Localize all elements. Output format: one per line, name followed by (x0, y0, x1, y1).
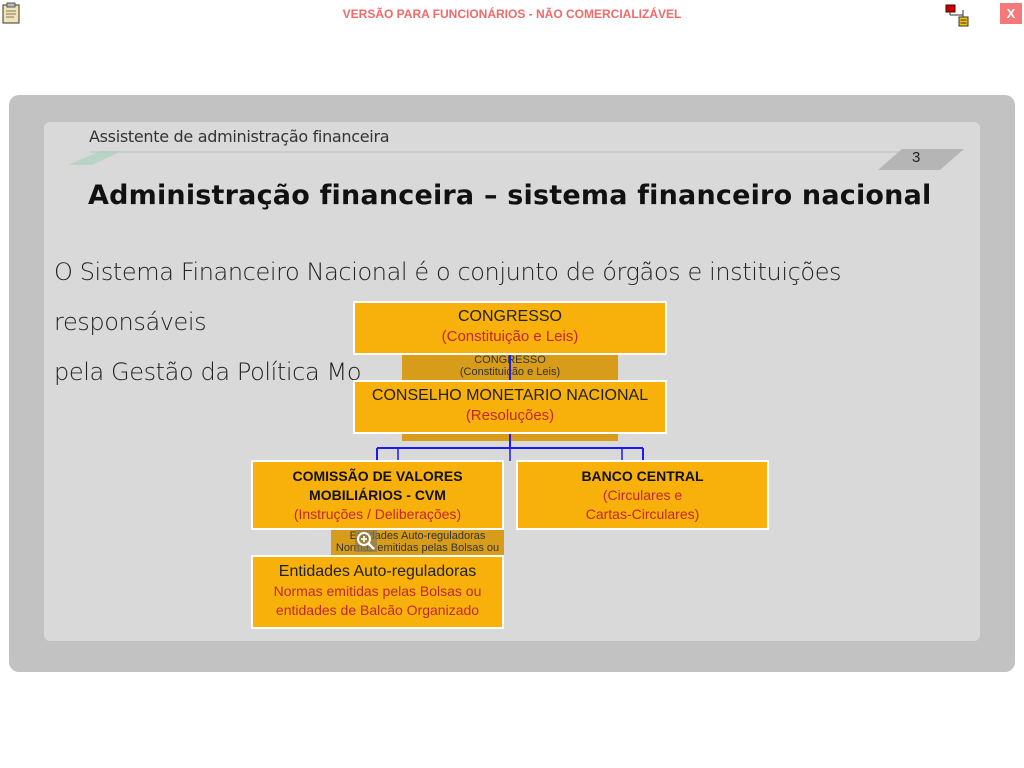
ghost-entidades-sub: Normas emitidas pelas Bolsas ou (335, 542, 500, 554)
close-button[interactable]: X (1000, 3, 1022, 24)
entidades-sub-2: entidades de Balcão Organizado (275, 602, 480, 618)
employee-version-banner: VERSÃO PARA FUNCIONÁRIOS - NÃO COMERCIAL… (342, 7, 682, 21)
ghost-congresso-title: CONGRESSO (474, 354, 546, 366)
cvm-sub: (Instruções / Deliberações) (293, 506, 462, 522)
cvm-box: COMISSÃO DE VALORES MOBILIÁRIOS - CVM (I… (251, 460, 504, 530)
cmn-sub: (Resoluções) (465, 407, 555, 424)
body-line-2: pela Gestão da Política Mo (54, 358, 362, 386)
body-line-1: O Sistema Financeiro Nacional é o conjun… (54, 258, 842, 336)
ghost-entidades-title: Entidades Auto-reguladoras (349, 530, 486, 542)
clipboard-icon[interactable] (2, 2, 20, 24)
bc-title: BANCO CENTRAL (581, 468, 704, 484)
cvm-line-1: COMISSÃO DE VALORES (292, 468, 463, 484)
congresso-title: CONGRESSO (457, 308, 562, 325)
banco-central-box: BANCO CENTRAL (Circulares e Cartas-Circu… (516, 460, 769, 530)
header-rule (68, 149, 964, 170)
page-number: 3 (912, 149, 921, 166)
ghost-entidades-box: Entidades Auto-reguladoras Normas emitid… (331, 530, 504, 556)
cvm-line-2: MOBILIÁRIOS - CVM (309, 487, 446, 503)
ghost-congresso-sub: (Constituição e Leis) (459, 366, 561, 378)
bc-sub-1: (Circulares e (602, 487, 683, 503)
congresso-box: CONGRESSO (Constituição e Leis) (353, 301, 667, 355)
entidades-title: Entidades Auto-reguladoras (278, 563, 477, 580)
ghost-congresso-box: CONGRESSO (Constituição e Leis) (402, 354, 618, 380)
cmn-box: CONSELHO MONETARIO NACIONAL (Resoluções) (353, 380, 667, 434)
slide-title: Administração financeira – sistema finan… (88, 180, 932, 211)
entidades-sub-1: Normas emitidas pelas Bolsas ou (273, 583, 482, 599)
cmn-title: CONSELHO MONETARIO NACIONAL (371, 387, 649, 404)
congresso-sub: (Constituição e Leis) (441, 328, 579, 345)
slide-body: O Sistema Financeiro Nacional é o conjun… (54, 247, 954, 397)
network-icon[interactable] (944, 3, 972, 27)
slide-header-label: Assistente de administração financeira (89, 127, 390, 146)
bc-sub-2: Cartas-Circulares) (585, 506, 700, 522)
entidades-box: Entidades Auto-reguladoras Normas emitid… (251, 555, 504, 629)
